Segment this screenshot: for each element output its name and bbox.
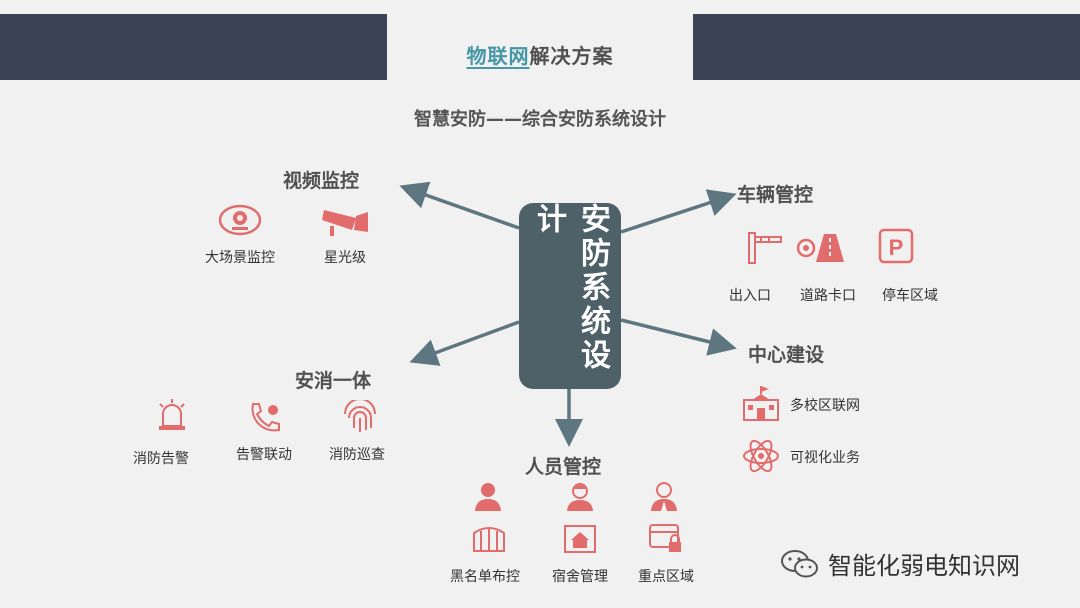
header-bar-right	[693, 14, 1080, 80]
header-bar-left	[0, 14, 387, 80]
parking-icon: P	[878, 228, 914, 264]
alarm-phone-icon	[251, 403, 280, 432]
fire-item-2: 告警联动	[236, 447, 292, 463]
arrow-fire	[409, 320, 520, 366]
wechat-icon	[781, 549, 818, 577]
video-item-1: 大场景监控	[205, 250, 275, 266]
title-rest: 解决方案	[529, 44, 614, 68]
campus-building-icon	[743, 386, 779, 421]
center-node: 安防系统设计	[519, 203, 621, 389]
brand-watermark: 智能化弱电知识网	[780, 546, 1020, 581]
people-item-1: 黑名单布控	[450, 569, 520, 585]
fire-heading: 安消一体	[295, 370, 372, 392]
lock-card-icon	[649, 524, 681, 552]
people-item-2: 宿舍管理	[552, 569, 608, 585]
barrier-gate-icon	[748, 232, 782, 264]
staff-icon	[567, 483, 593, 511]
people-item-3: 重点区域	[638, 569, 694, 585]
road-checkpoint-icon	[796, 234, 844, 262]
vehicle-item-1: 出入口	[729, 288, 771, 304]
arrow-hub	[620, 318, 737, 356]
page-title: 物联网解决方案	[387, 40, 693, 69]
arrow-video	[399, 181, 520, 230]
vehicle-item-2: 道路卡口	[800, 288, 856, 304]
brand-name: 智能化弱电知识网	[828, 552, 1020, 580]
starlight-camera-icon	[322, 210, 368, 236]
atom-icon	[743, 439, 779, 473]
arrow-vehicle	[620, 189, 737, 234]
svg-text:P: P	[889, 235, 904, 260]
vehicle-item-3: 停车区域	[882, 288, 938, 304]
fire-item-1: 消防告警	[133, 451, 189, 467]
hub-item-1: 多校区联网	[790, 398, 860, 414]
center-label: 安防系统设计	[531, 203, 610, 373]
gate-icon	[473, 527, 505, 552]
vehicle-heading: 车辆管控	[737, 184, 814, 206]
manager-icon	[651, 482, 677, 511]
fire-alarm-icon	[159, 399, 185, 430]
hub-heading: 中心建设	[748, 344, 825, 366]
video-item-2: 星光级	[324, 250, 366, 266]
hub-item-2: 可视化业务	[790, 450, 860, 466]
person-icon	[475, 483, 501, 511]
panorama-camera-icon	[218, 204, 262, 236]
fire-item-3: 消防巡查	[329, 447, 385, 463]
title-highlight: 物联网	[466, 44, 530, 68]
dormitory-icon	[564, 525, 596, 553]
fingerprint-icon	[344, 400, 376, 432]
video-heading: 视频监控	[283, 170, 360, 192]
people-heading: 人员管控	[525, 456, 602, 478]
subtitle: 智慧安防——综合安防系统设计	[414, 109, 666, 130]
